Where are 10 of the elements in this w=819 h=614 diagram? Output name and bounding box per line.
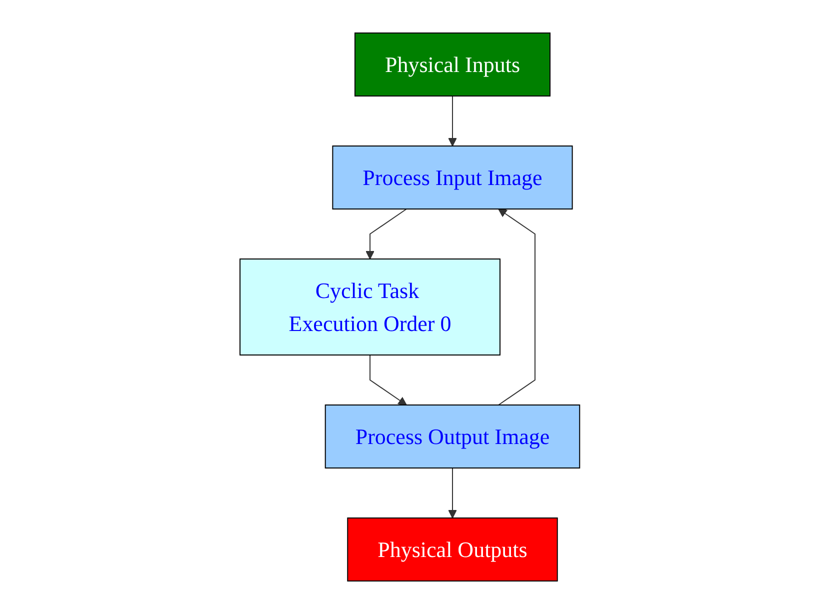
node-box: Cyclic Task Execution Order 0 (239, 258, 500, 356)
arrow (448, 96, 457, 146)
node-box: Physical Outputs (346, 517, 558, 582)
arrow (448, 468, 457, 518)
node-box: Physical Inputs (354, 32, 550, 96)
arrow (498, 208, 536, 406)
arrow (365, 208, 407, 260)
node-box: Process Output Image (324, 404, 580, 468)
node-box: Process Input Image (332, 146, 572, 210)
arrow (369, 354, 407, 406)
